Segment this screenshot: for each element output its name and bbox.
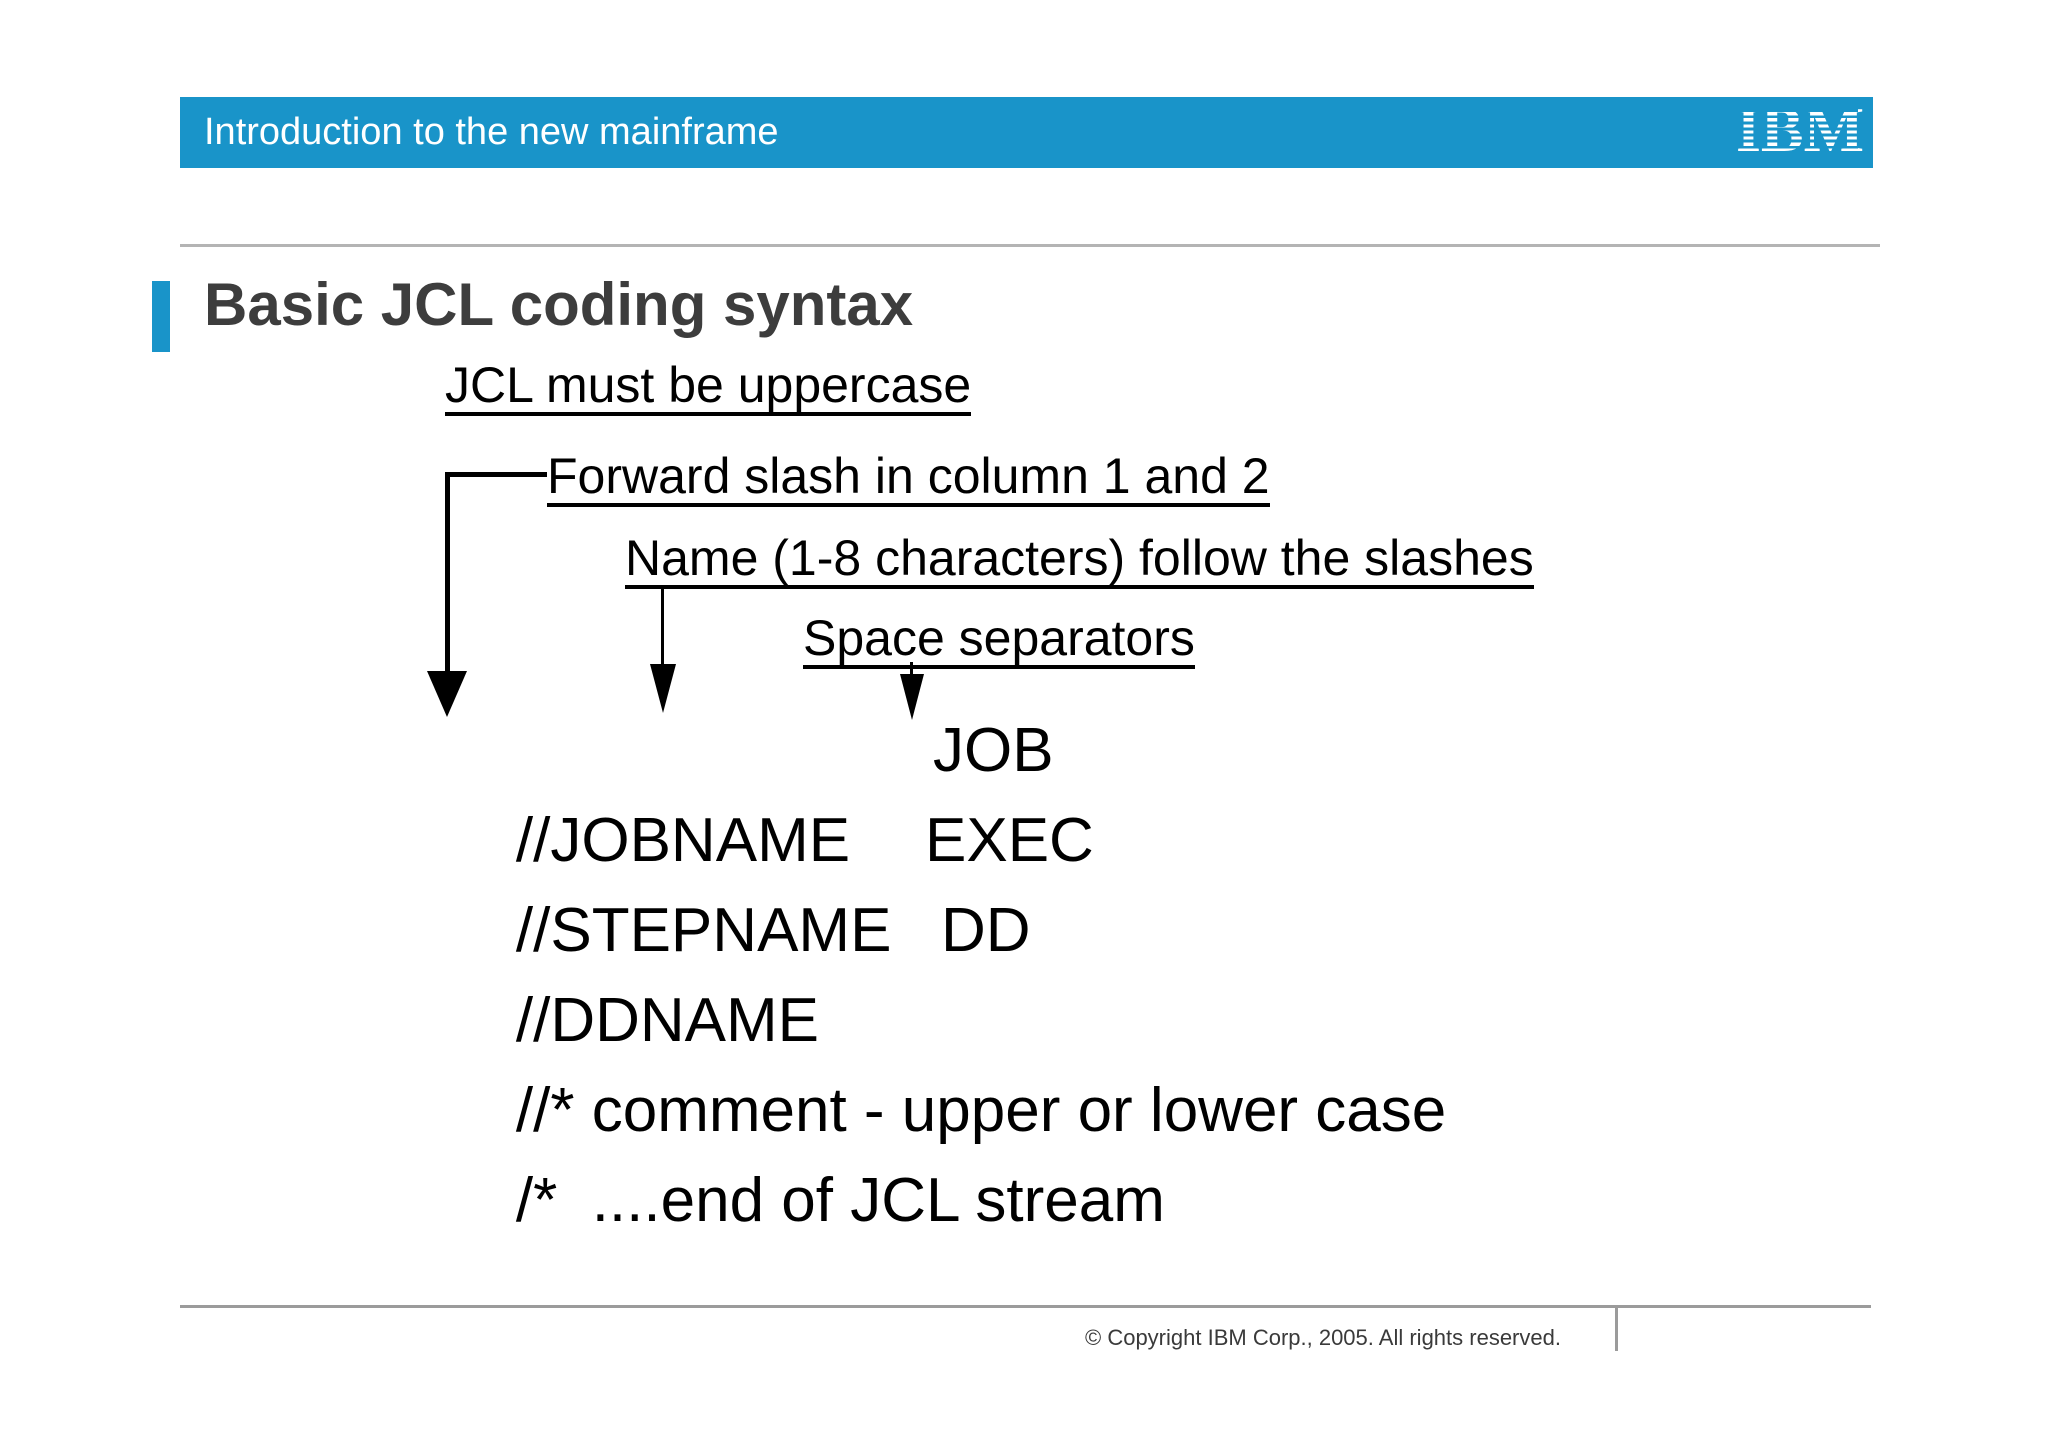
code-operator: JOB [933,716,1054,785]
code-field: //JOBNAME [515,806,851,875]
heading-accent-bar [152,281,170,352]
code-line-ddname: //DDNAME DD [447,886,1446,1055]
code-line-jobname: //JOBNAME JOB [447,706,1446,875]
annotation-forward-slash: Forward slash in column 1 and 2 [547,451,1270,507]
header-bar: Introduction to the new mainframe IBM [180,97,1873,168]
code-field: //DDNAME [515,986,820,1055]
ibm-logo: IBM [1732,98,1864,162]
footer-vertical-tick [1615,1305,1618,1351]
code-operator: EXEC [925,806,1094,875]
annotation-space-separators: Space separators [803,613,1195,669]
code-operator: DD [941,896,1031,965]
arrow-down-icon-3 [900,674,924,720]
arrow-down-icon-2 [650,664,676,713]
code-line-stepname: //STEPNAME EXEC [447,796,1446,965]
elbow-connector-horizontal [447,472,547,477]
arrow-down-icon-1 [427,671,467,717]
code-field: /* ....end of JCL stream [515,1166,1165,1235]
arrow-line-3 [910,662,913,682]
arrow-line-2 [661,586,664,666]
page-title: Basic JCL coding syntax [204,271,914,338]
slide-header-title: Introduction to the new mainframe [204,111,779,153]
annotation-name-characters: Name (1-8 characters) follow the slashes [625,533,1534,589]
code-line-comment: //* comment - upper or lower case [447,976,1446,1145]
header-divider-line [180,244,1880,247]
ibm-logo-stripes [1732,106,1858,155]
footer-divider-line [180,1305,1871,1308]
code-field: //* comment - upper or lower case [515,1076,1447,1145]
elbow-connector-vertical [445,472,450,674]
code-line-end-stream: /* ....end of JCL stream [447,1066,1446,1235]
jcl-code-block: //JOBNAME JOB //STEPNAME EXEC //DDNAME D… [447,706,1446,1235]
annotation-uppercase: JCL must be uppercase [445,360,972,416]
code-field: //STEPNAME [515,896,892,965]
footer-copyright: © Copyright IBM Corp., 2005. All rights … [1085,1325,1561,1350]
